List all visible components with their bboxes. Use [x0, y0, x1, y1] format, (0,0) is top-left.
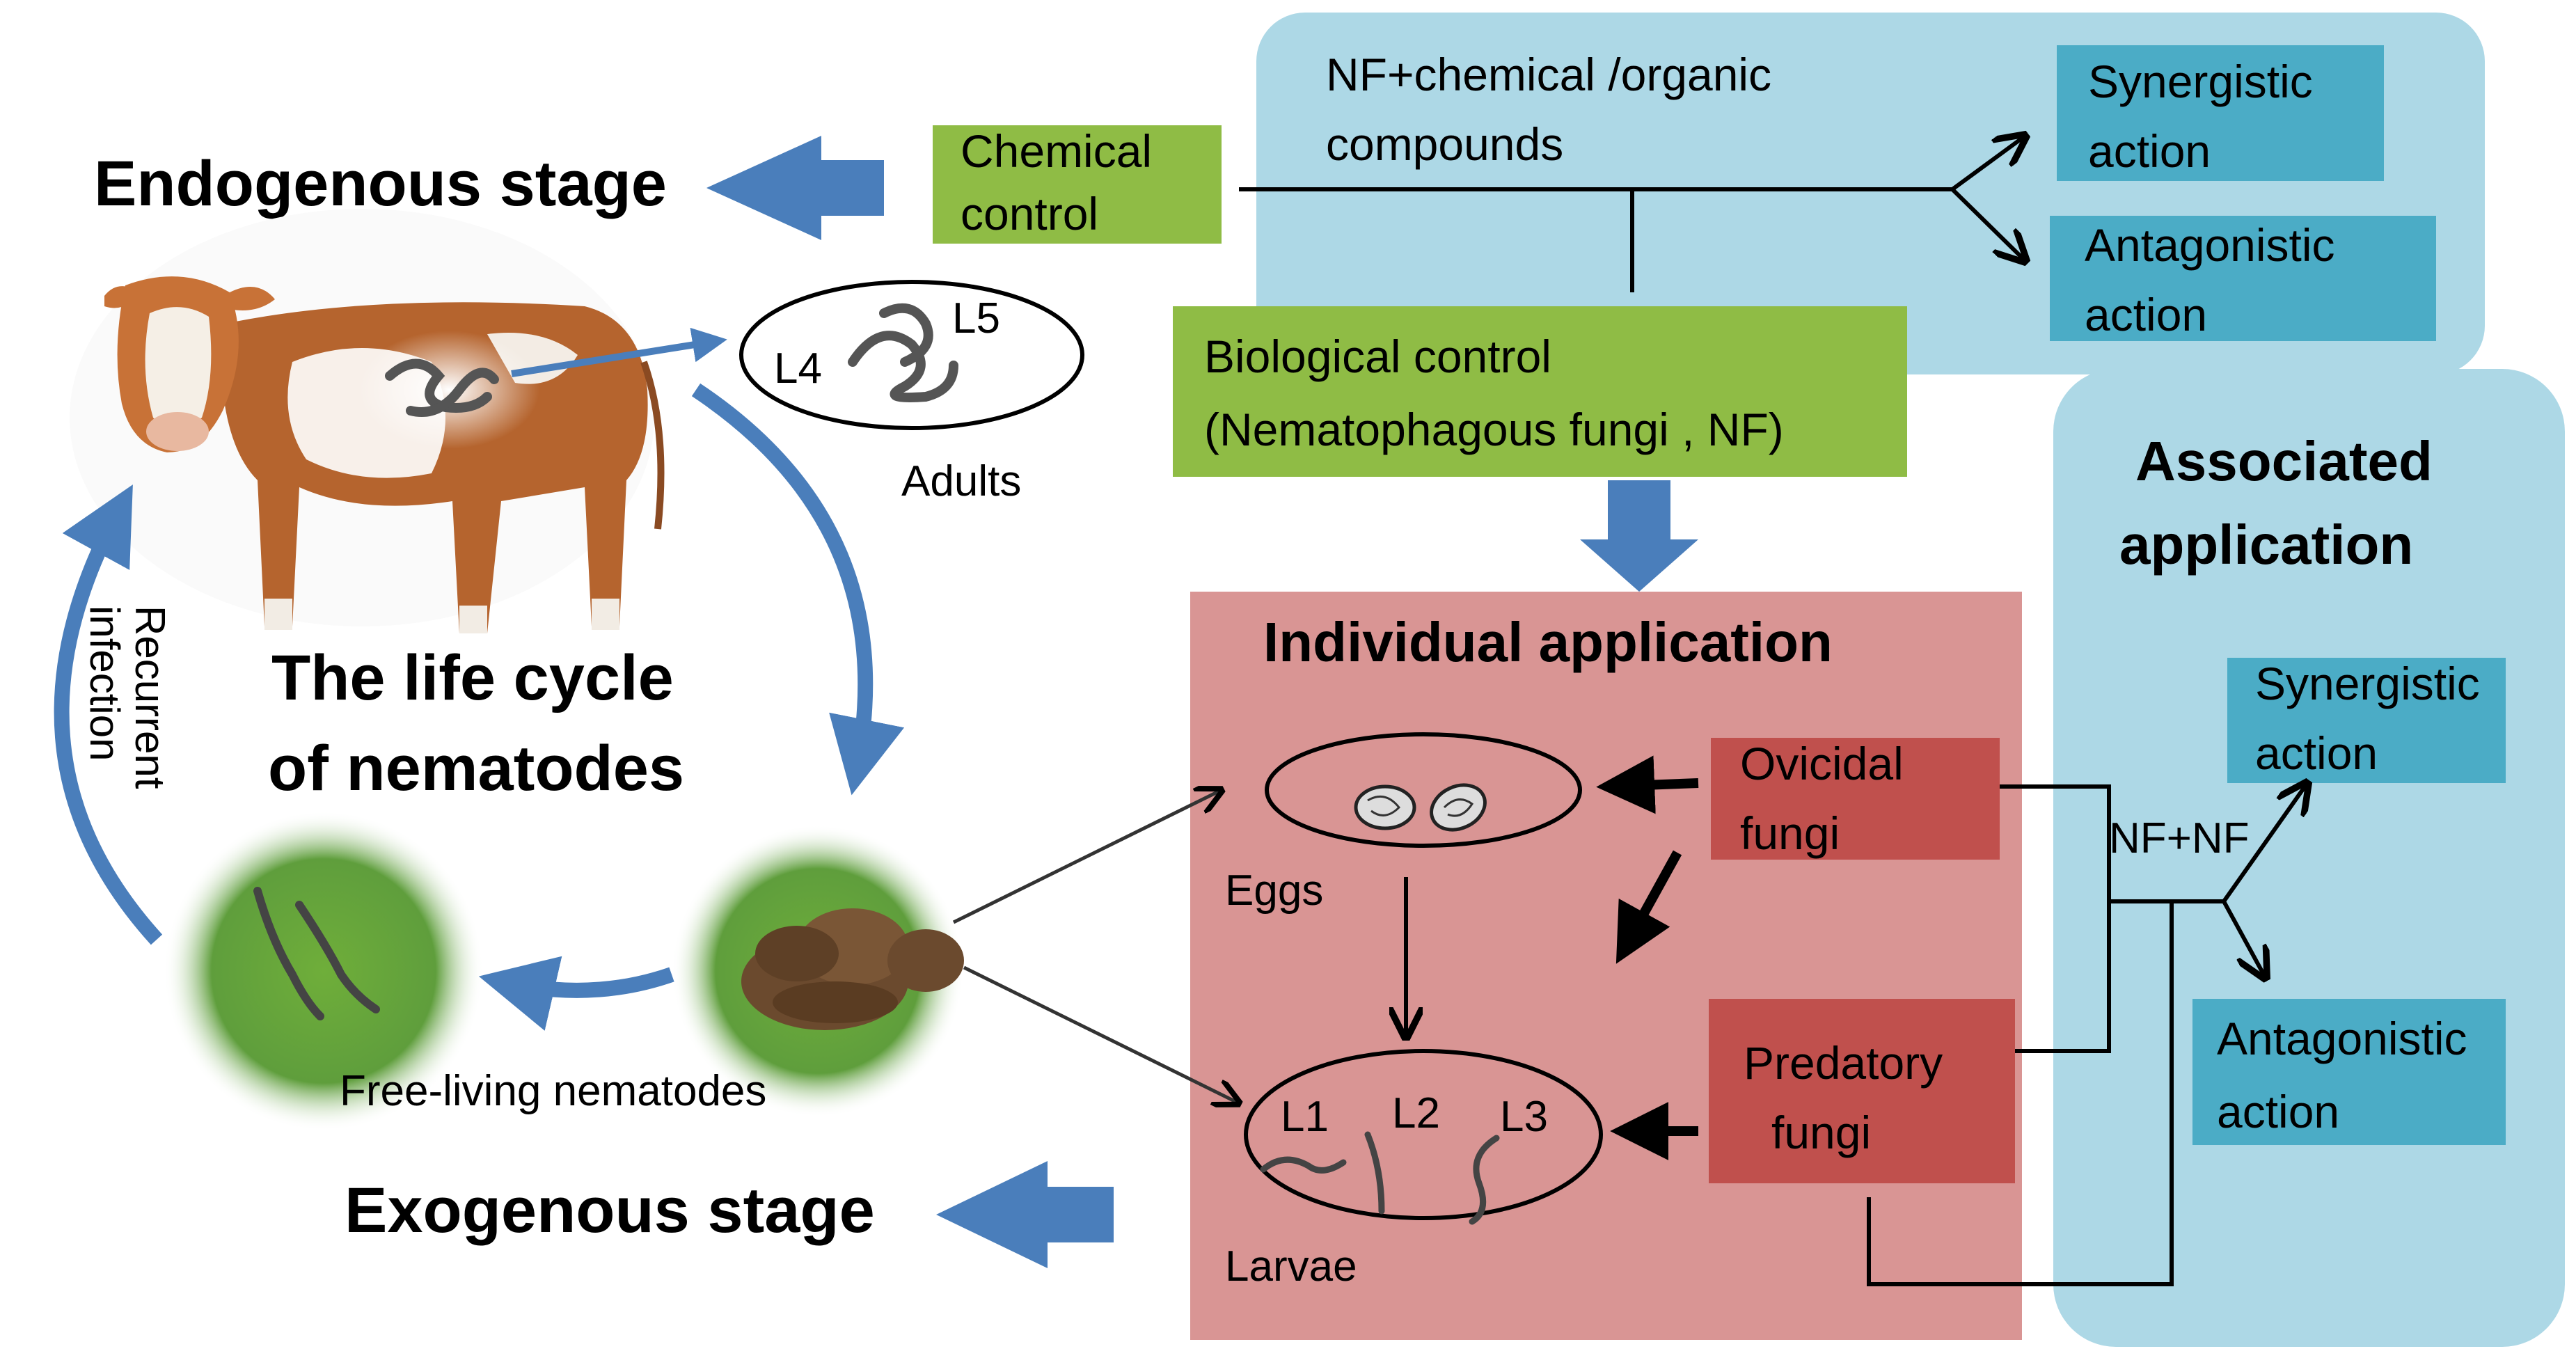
assoc-synergistic-line1: Synergistic: [2255, 658, 2480, 709]
top-synergistic-line2: action: [2088, 125, 2211, 177]
top-antagonistic-branch: [1950, 187, 2025, 261]
individual-application-title: Individual application: [1263, 611, 1833, 673]
exogenous-stage-title: Exogenous stage: [345, 1175, 875, 1246]
intestine-spot: [358, 331, 539, 449]
top-synergistic-box: [2057, 45, 2384, 181]
larva-l2-label: L2: [1392, 1089, 1440, 1137]
ovicidal-fungi-line1: Ovicidal: [1740, 738, 1904, 789]
feces-image: [741, 908, 964, 1030]
top-synergistic-line1: Synergistic: [2088, 56, 2313, 107]
individual-application-panel: [1190, 592, 2022, 1340]
assoc-antagonistic-line2: action: [2217, 1086, 2339, 1137]
adult-l4-label: L4: [774, 345, 822, 393]
worm-icon: [1260, 1131, 1500, 1225]
ovicidal-to-larvae-arrow: [1615, 850, 1682, 964]
cow-image: [70, 209, 665, 633]
worm-icon: [385, 358, 499, 417]
cycle-arrow-grass-to-cow: [54, 484, 163, 945]
assoc-synergistic-box: [2227, 658, 2506, 783]
worm-icon: [848, 303, 958, 402]
predatory-connector: [2015, 901, 2111, 1053]
larva-l1-label: L1: [1281, 1093, 1329, 1141]
cycle-arrow-adults-to-feces: [691, 383, 905, 796]
predatory-bottom-connector: [1867, 901, 2174, 1286]
recurrent-label-line2: infection: [81, 606, 128, 761]
ovicidal-connector: [2000, 784, 2111, 901]
biological-control-line2: (Nematophagous fungi , NF): [1204, 404, 1784, 455]
down-block-arrow: [1580, 480, 1698, 592]
recurrent-infection-label: Recurrent infection: [81, 606, 173, 800]
top-antagonistic-line2: action: [2085, 289, 2207, 340]
predatory-fungi-box: [1709, 999, 2015, 1183]
associated-application-title-line1: Associated: [2135, 430, 2433, 492]
cycle-arrow-feces-to-grass: [478, 956, 674, 1031]
nf-chemical-label-line2: compounds: [1326, 118, 1563, 170]
predatory-fungi-line1: Predatory: [1744, 1037, 1943, 1089]
assoc-synergistic-line2: action: [2255, 727, 2378, 779]
adult-l5-label: L5: [952, 294, 1000, 342]
chemical-control-line1: Chemical: [961, 125, 1152, 177]
exogenous-block-arrow: [936, 1161, 1114, 1268]
assoc-synergistic-branch: [2222, 783, 2307, 903]
life-cycle-title-line2: of nematodes: [268, 733, 684, 804]
larva-l3-label: L3: [1500, 1093, 1548, 1141]
feces-to-larvae-line: [963, 965, 1239, 1103]
predatory-fungi-line2: fungi: [1771, 1107, 1871, 1158]
endogenous-block-arrow: [706, 136, 884, 240]
ovicidal-fungi-box: [1711, 738, 2000, 860]
assoc-antagonistic-box: [2192, 999, 2506, 1145]
ovicidal-to-eggs-arrow: [1596, 755, 1699, 814]
feces-to-eggs-line: [952, 790, 1222, 924]
biological-control-line1: Biological control: [1204, 331, 1551, 382]
cow-to-adults-arrow: [511, 327, 727, 377]
biological-control-box: [1173, 306, 1907, 477]
adults-label: Adults: [901, 457, 1021, 505]
chemical-control-line2: control: [961, 188, 1098, 239]
top-synergistic-branch: [1951, 136, 2025, 191]
assoc-antagonistic-branch: [2222, 900, 2266, 978]
recurrent-label-line1: Recurrent: [127, 606, 173, 789]
free-living-nematodes-label: Free-living nematodes: [340, 1067, 766, 1115]
grass-image: [164, 811, 484, 1131]
top-antagonistic-box: [2050, 216, 2436, 341]
larvae-ellipse: [1244, 1049, 1603, 1220]
worm-icon: [253, 887, 380, 1020]
life-cycle-title-line1: The life cycle: [271, 642, 674, 713]
assoc-antagonistic-line1: Antagonistic: [2217, 1013, 2467, 1064]
egg-icon: [1354, 783, 1487, 832]
endogenous-stage-title: Endogenous stage: [94, 148, 667, 219]
nf-nf-label: NF+NF: [2109, 814, 2250, 862]
eggs-ellipse: [1265, 732, 1582, 848]
ovicidal-fungi-line2: fungi: [1740, 807, 1840, 859]
larvae-label: Larvae: [1225, 1242, 1357, 1290]
nf-chemical-label-line1: NF+chemical /organic: [1326, 49, 1771, 100]
top-antagonistic-line1: Antagonistic: [2085, 219, 2335, 271]
eggs-label: Eggs: [1225, 867, 1323, 915]
chemical-control-box: [933, 125, 1222, 244]
associated-application-title-line2: application: [2119, 514, 2413, 576]
